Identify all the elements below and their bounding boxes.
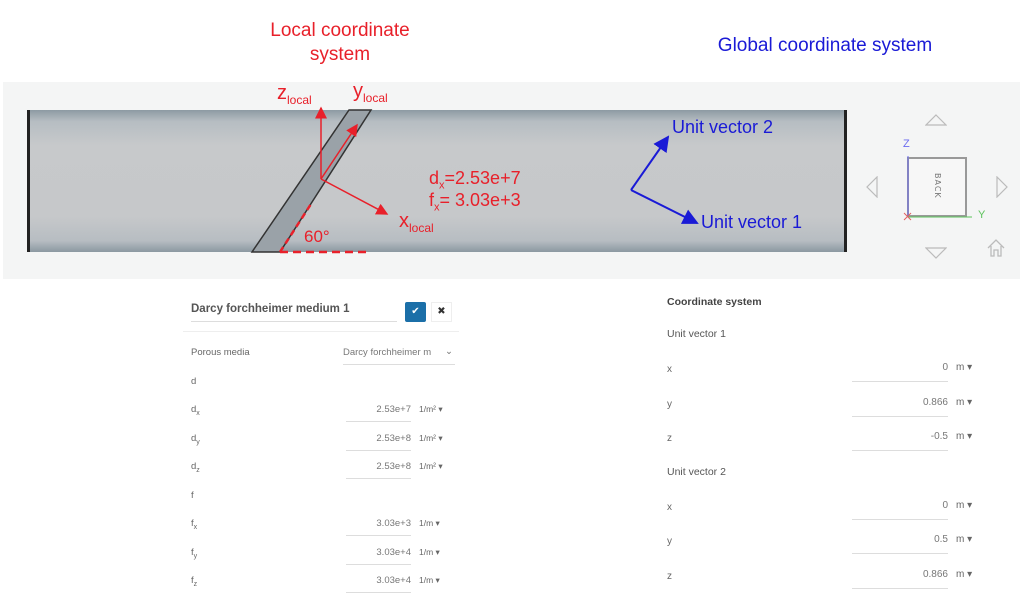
porous-media-select[interactable]: Darcy forchheimer m⌄	[343, 342, 455, 365]
close-icon: ✖	[437, 306, 446, 317]
rotate-up-icon[interactable]	[925, 114, 947, 126]
uv2-y-row: y 0.5 m ▾	[660, 523, 990, 558]
uv1-z-row: z -0.5 m ▾	[660, 420, 990, 455]
uv1-z-unit-dropdown[interactable]: m ▾	[956, 431, 973, 442]
coordinate-system-title: Coordinate system	[667, 296, 762, 308]
dy-label: dy	[191, 432, 200, 446]
dx-label: dx	[191, 404, 200, 417]
3d-viewer[interactable]: zlocal ylocal xlocal 60° dx=2.53e+7 fx= …	[3, 80, 1020, 279]
dx-input[interactable]: 2.53e+7	[346, 400, 411, 422]
fx-label: fx	[191, 518, 198, 531]
local-coordinate-system-title: Local coordinate system	[270, 20, 410, 65]
unit-vector-1-header: Unit vector 1	[667, 328, 726, 340]
rotate-down-icon[interactable]	[925, 247, 947, 259]
coordinate-system-panel: Coordinate system Unit vector 1 x 0 m ▾ …	[660, 285, 990, 592]
navigation-cube[interactable]: BACK Z Y	[860, 110, 1010, 260]
uv2-x-row: x 0 m ▾	[660, 489, 990, 524]
pipe-geometry[interactable]	[27, 110, 847, 252]
unit-vector-1-arrow	[630, 189, 699, 224]
name-input[interactable]	[191, 303, 397, 322]
porous-media-label: Porous media	[191, 347, 250, 358]
y-local-arrow	[320, 123, 358, 180]
x-local-label: xlocal	[399, 210, 434, 235]
z-local-label: zlocal	[277, 82, 312, 107]
axis-y-label: Y	[978, 209, 986, 221]
axis-z-label: Z	[903, 138, 910, 150]
dy-unit-dropdown[interactable]: 1/m² ▾	[419, 432, 443, 443]
fy-row: fy 3.03e+4 1/m ▾	[183, 538, 459, 567]
x-local-arrow	[320, 178, 389, 215]
y-local-label: ylocal	[353, 80, 388, 105]
global-coordinate-system-title: Global coordinate system	[717, 35, 933, 56]
unit-vector-2-arrow	[630, 135, 670, 191]
uv2-y-input[interactable]: 0.5	[852, 529, 948, 554]
unit-vector-2-label: Unit vector 2	[672, 117, 774, 137]
dz-input[interactable]: 2.53e+8	[346, 457, 411, 479]
unit-vector-1-label: Unit vector 1	[701, 212, 803, 232]
uv1-y-unit-dropdown[interactable]: m ▾	[956, 396, 973, 408]
home-icon[interactable]	[986, 238, 1006, 258]
fx-input[interactable]: 3.03e+3	[346, 514, 411, 536]
name-row: ✔ ✖	[183, 292, 459, 332]
annotation-overlay	[250, 106, 699, 254]
dx-annotation: dx=2.53e+7	[429, 168, 521, 192]
dz-label: dz	[191, 461, 200, 474]
dx-row: dx 2.53e+7 1/m² ▾	[183, 395, 459, 424]
uv1-x-input[interactable]: 0	[852, 357, 948, 382]
unit-vector-2-header: Unit vector 2	[667, 465, 726, 478]
fz-input[interactable]: 3.03e+4	[346, 571, 411, 593]
dx-unit-dropdown[interactable]: 1/m² ▾	[419, 404, 443, 414]
f-section-header: f	[191, 489, 194, 501]
fx-annotation: fx= 3.03e+3	[429, 190, 521, 214]
uv2-z-unit-dropdown[interactable]: m ▾	[956, 568, 973, 580]
rotate-left-icon[interactable]	[866, 176, 878, 198]
rotate-right-icon[interactable]	[996, 176, 1008, 198]
fz-unit-dropdown[interactable]: 1/m ▾	[419, 575, 440, 585]
uv2-y-unit-dropdown[interactable]: m ▾	[956, 534, 973, 545]
check-icon: ✔	[411, 306, 420, 317]
dy-input[interactable]: 2.53e+8	[346, 429, 411, 451]
dy-row: dy 2.53e+8 1/m² ▾	[183, 424, 459, 453]
uv1-z-input[interactable]: -0.5	[852, 426, 948, 451]
porous-media-panel: ✔ ✖ Porous media Darcy forchheimer m⌄ d …	[183, 292, 459, 595]
uv1-y-row: y 0.866 m ▾	[660, 386, 990, 421]
dz-row: dz 2.53e+8 1/m² ▾	[183, 452, 459, 481]
uv1-x-unit-dropdown[interactable]: m ▾	[956, 362, 973, 373]
d-section-header: d	[191, 375, 197, 387]
axis-triad-icon	[903, 156, 972, 221]
dz-unit-dropdown[interactable]: 1/m² ▾	[419, 461, 443, 471]
uv1-y-input[interactable]: 0.866	[852, 392, 948, 417]
uv1-x-row: x 0 m ▾	[660, 351, 990, 386]
uv2-z-input[interactable]: 0.866	[852, 564, 948, 589]
fz-label: fz	[191, 575, 198, 588]
porous-media-row: Porous media Darcy forchheimer m⌄	[183, 338, 459, 367]
fz-row: fz 3.03e+4 1/m ▾	[183, 566, 459, 595]
fy-label: fy	[191, 546, 198, 560]
fy-input[interactable]: 3.03e+4	[346, 543, 411, 565]
fy-unit-dropdown[interactable]: 1/m ▾	[419, 546, 440, 557]
uv2-z-row: z 0.866 m ▾	[660, 558, 990, 593]
cancel-button[interactable]: ✖	[431, 302, 452, 322]
uv2-x-input[interactable]: 0	[852, 495, 948, 520]
confirm-button[interactable]: ✔	[405, 302, 426, 322]
chevron-down-icon: ⌄	[445, 346, 453, 357]
fx-unit-dropdown[interactable]: 1/m ▾	[419, 518, 440, 528]
angle-label: 60°	[304, 227, 330, 246]
fx-row: fx 3.03e+3 1/m ▾	[183, 509, 459, 538]
uv2-x-unit-dropdown[interactable]: m ▾	[956, 499, 973, 511]
